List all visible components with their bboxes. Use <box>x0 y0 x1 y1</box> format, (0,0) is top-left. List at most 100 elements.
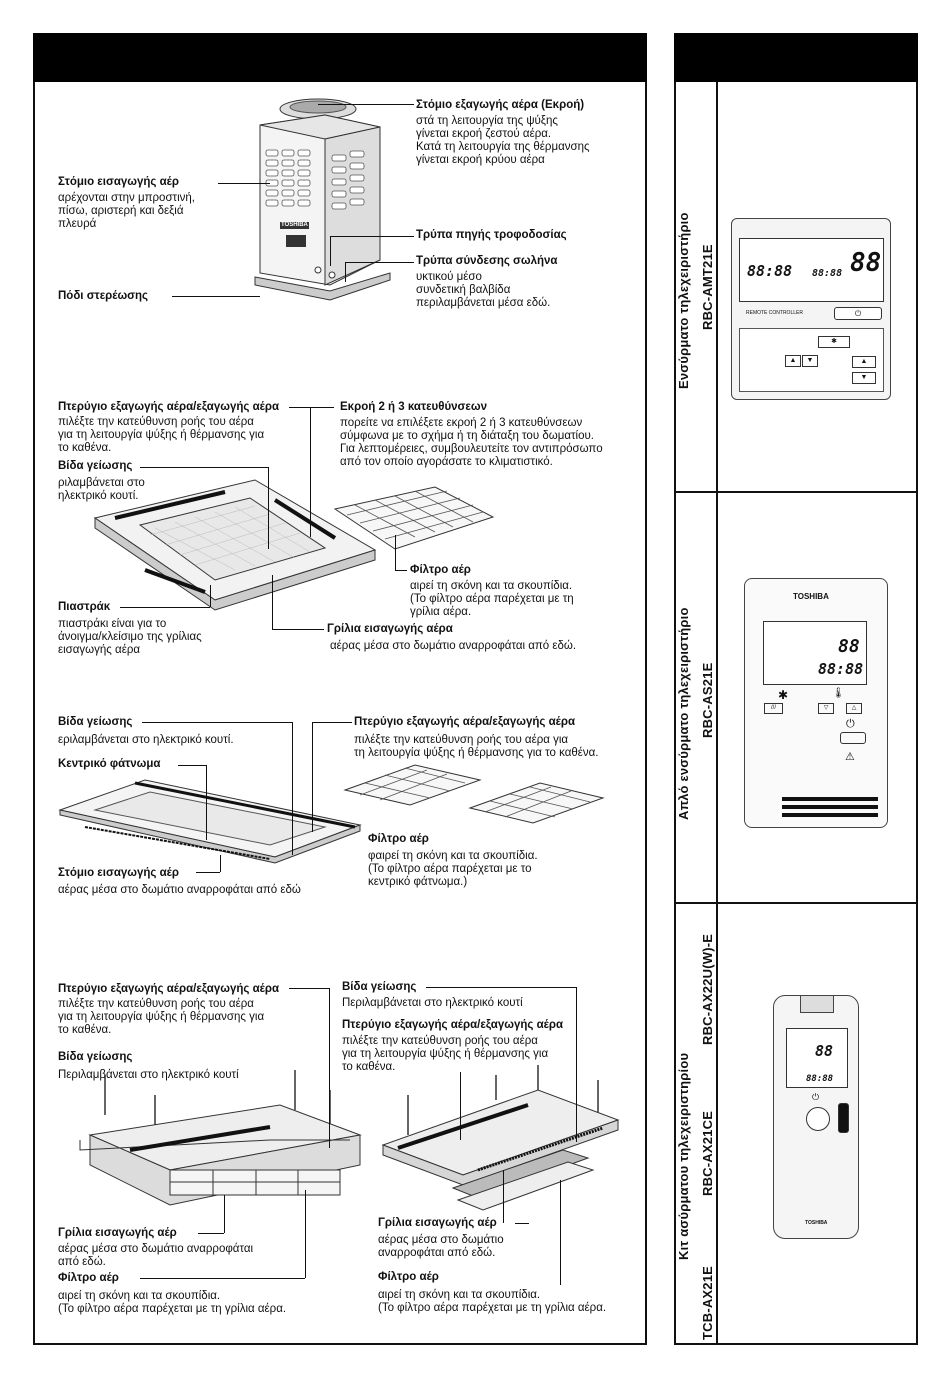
c4-latch-leader-v <box>210 585 211 607</box>
outdoor-inlet-leader <box>218 183 270 184</box>
remote-divider-2 <box>674 902 918 904</box>
bl-grille-desc: αέρας μέσα στο δωμάτιο αναρροφάται από ε… <box>58 1243 254 1268</box>
remote3-dial-button[interactable] <box>806 1107 830 1131</box>
c4-latch-leader <box>120 607 210 608</box>
cassette-4way-illustration <box>93 479 377 611</box>
br-filter-title: Φίλτρο αέρ <box>378 1271 439 1283</box>
ceiling-panel-illustration <box>58 779 362 864</box>
remote2-time: 88:88 <box>818 660 864 678</box>
c4-earth-desc: ριλαμβάνεται στο ηλεκτρικό κουτί. <box>58 477 145 502</box>
outdoor-pipe-desc: υκτικού μέσο συνδετική βαλβίδα περιλαμβά… <box>416 271 551 309</box>
remote2-lcd <box>763 621 867 685</box>
br-grille-desc: αέρας μέσα στο δωμάτιο αναρροφάται από ε… <box>378 1234 504 1259</box>
c4-grille-leader <box>272 629 324 630</box>
c4-flap-leader-v <box>310 407 311 537</box>
remote2-digits: 88 <box>838 636 860 657</box>
remote1-button-panel <box>739 328 884 392</box>
ceil-inlet-title: Στόμιο εισαγωγής αέρ <box>58 867 179 879</box>
outdoor-power-title: Τρύπα πηγής τροφοδοσίας <box>416 229 567 241</box>
remote3-model-a: TCB-AX21E <box>700 1265 715 1340</box>
remote3-ir-window <box>800 995 834 1013</box>
br-earth-leader <box>426 987 576 988</box>
remote3-power-icon[interactable]: ⏻ <box>812 1092 820 1102</box>
remote1-label: REMOTE CONTROLLER <box>746 310 803 316</box>
remote3-brand: TOSHIBA <box>805 1220 828 1226</box>
bl-grille-title: Γρίλια εισαγωγής αέρ <box>58 1227 177 1239</box>
c4-flap-leader <box>289 407 334 408</box>
bl-filter-leader-v <box>305 1190 306 1278</box>
remote-divider-vertical <box>716 82 718 1345</box>
remote2-power-button[interactable] <box>840 732 866 744</box>
br-flap-leader-v <box>460 1072 461 1140</box>
ceil-filter-desc: φαιρεί τη σκόνη και τα σκουπίδια. (Το φί… <box>368 850 538 888</box>
c4-filter-desc: αιρεί τη σκόνη και τα σκουπίδια. (Το φίλ… <box>410 580 574 618</box>
remote3-lcd <box>786 1028 848 1088</box>
br-filter-leader-v <box>560 1180 561 1285</box>
outdoor-inlet-title: Στόμιο εισαγωγής αέρ <box>58 176 179 188</box>
br-grille-title: Γρίλια εισαγωγής αέρ <box>378 1217 497 1229</box>
remote3-time: 88:88 <box>806 1074 834 1084</box>
bl-grille-leader-v <box>224 1195 225 1233</box>
c4-earth-leader-v <box>268 467 269 549</box>
outdoor-foot-title: Πόδι στερέωσης <box>58 290 149 302</box>
c4-grille-title: Γρίλια εισαγωγής αέρα <box>327 623 453 635</box>
remote2-power-icon: ⏻ <box>846 718 855 730</box>
remote1-temp-up-button[interactable]: ▲ <box>852 356 876 368</box>
br-grille-leader <box>515 1223 529 1224</box>
c4-flap-desc: πιλέξτε την κατεύθυνση ροής του αέρα για… <box>58 416 265 454</box>
c4-filter-leader <box>395 570 407 571</box>
br-filter-desc: αιρεί τη σκόνη και τα σκουπίδια. (Το φίλ… <box>378 1289 607 1314</box>
outdoor-brand-label: TOSHIBA <box>280 222 309 229</box>
remote1-time: 88:88 <box>747 262 793 280</box>
outdoor-inlet-desc: αρέχονται στην μπροστινή, πίσω, αριστερή… <box>58 192 195 230</box>
remote2-category: Απλό ενσύρματο τηλεχειριστήριο <box>676 607 691 820</box>
ceil-earth-title: Βίδα γείωσης <box>58 716 133 728</box>
remote2-down-button[interactable]: ▽ <box>818 703 834 714</box>
remote2-stripe-3 <box>782 813 878 817</box>
remote3-category: Κιτ ασύρματου τηλεχειριστηρίου <box>676 1052 691 1260</box>
ceiling-suspended-right-illustration <box>381 1065 620 1211</box>
c4-earth-title: Βίδα γείωσης <box>58 460 133 472</box>
ceil-flap-title: Πτερύγιο εξαγωγής αέρα/εξαγωγής αέρα <box>354 716 576 728</box>
bl-flap-leader-v <box>329 988 330 1148</box>
ceil-flap-desc: πιλέξτε την κατεύθυνση ροής του αέρα για… <box>354 734 599 759</box>
remote-panel-header <box>674 33 918 82</box>
c4-way-title: Εκροή 2 ή 3 κατευθύνσεων <box>340 401 487 413</box>
ceil-panel-leader-v <box>206 765 207 840</box>
outdoor-outlet-leader <box>318 104 414 105</box>
remote2-mode-button[interactable]: /// <box>764 703 783 714</box>
remote-divider-1 <box>674 491 918 493</box>
remote1-power-button[interactable]: ⏻ <box>834 307 882 320</box>
remote1-fan-button[interactable]: ✱ <box>818 336 850 348</box>
remote1-temp-down-button[interactable]: ▼ <box>852 372 876 384</box>
br-earth-title: Βίδα γείωσης <box>342 981 417 993</box>
outdoor-power-leader <box>330 236 414 237</box>
c4-grille-leader-v <box>272 575 273 629</box>
bl-flap-title: Πτερύγιο εξαγωγής αέρα/εξαγωγής αέρα <box>58 983 280 995</box>
bl-earth-title: Βίδα γείωσης <box>58 1051 133 1063</box>
ceil-earth-leader-v <box>292 722 293 855</box>
remote1-down-button[interactable]: ▼ <box>802 355 818 367</box>
c4-filter-title: Φίλτρο αέρ <box>410 564 471 576</box>
bl-flap-leader <box>289 988 329 989</box>
remote3-temp-button[interactable] <box>838 1103 849 1133</box>
ceiling-filter-illustration <box>343 764 605 824</box>
ceil-panel-leader <box>178 765 206 766</box>
remote2-up-button[interactable]: △ <box>846 703 862 714</box>
main-panel-header <box>33 33 647 82</box>
cassette-4way-filter-illustration <box>333 486 495 550</box>
remote1-lcd <box>739 238 884 302</box>
remote2-stripe-2 <box>782 805 878 809</box>
remote1-up-button[interactable]: ▲ <box>785 355 801 367</box>
outdoor-pipe-title: Τρύπα σύνδεσης σωλήνα <box>416 255 558 267</box>
remote2-fan-icon[interactable]: ✱ <box>778 688 789 702</box>
remote2-model: RBC-AS21E <box>700 662 715 738</box>
ceil-filter-title: Φίλτρο αέρ <box>368 833 429 845</box>
remote2-stripe-1 <box>782 797 878 801</box>
ceil-earth-desc: εριλαμβάνεται στο ηλεκτρικό κουτί. <box>58 734 234 746</box>
c4-flap-title: Πτερύγιο εξαγωγής αέρα/εξαγωγής αέρα <box>58 401 280 413</box>
c4-grille-desc: αέρας μέσα στο δωμάτιο αναρροφάται από ε… <box>330 640 577 652</box>
outdoor-power-leader-v <box>330 236 331 266</box>
remote1-category: Ενσύρματο τηλεχειριστήριο <box>676 212 691 389</box>
ceil-inlet-leader-v <box>220 855 221 872</box>
